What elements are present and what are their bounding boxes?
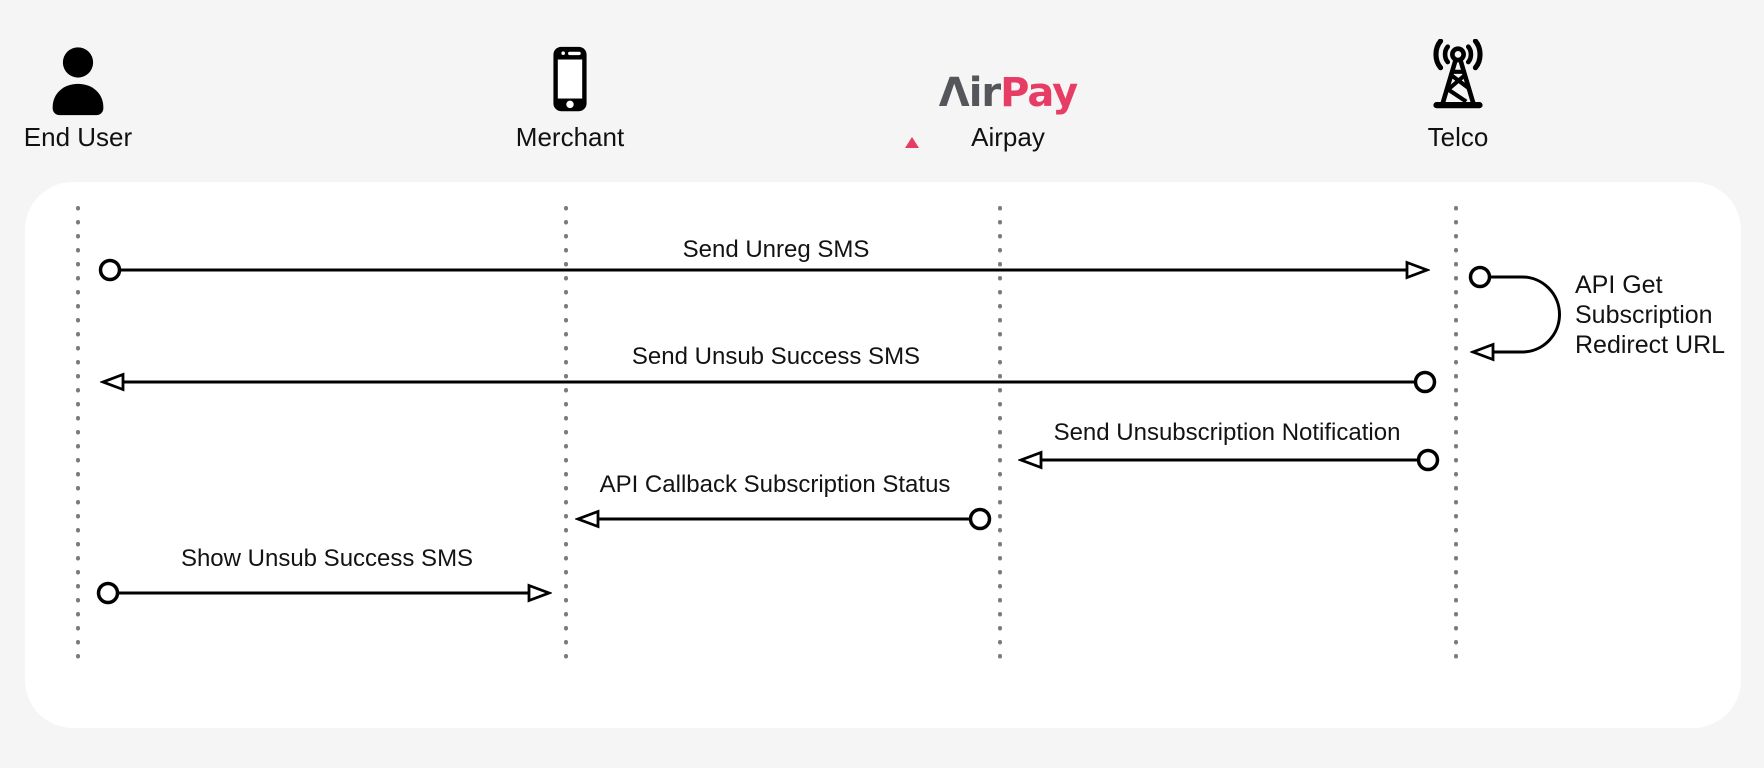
message-label-line: Subscription	[1575, 301, 1713, 329]
message-label: Send Unsubscription Notification	[1054, 419, 1401, 446]
airpay-logo-air: Λir	[938, 70, 1001, 116]
message-start-circle	[1413, 370, 1437, 394]
actor-label: Airpay	[971, 122, 1045, 152]
actor-label: End User	[23, 122, 133, 152]
smartphone-icon	[531, 38, 609, 122]
message-start-circle	[968, 507, 992, 531]
message-start-circle	[1416, 448, 1440, 472]
person-icon	[39, 38, 117, 122]
actor-label: Telco	[1427, 122, 1489, 152]
message-send-unsub-success-sms: Send Unsub Success SMS	[104, 343, 1437, 394]
message-label: Send Unsub Success SMS	[632, 343, 920, 370]
actor-telco: Telco	[1348, 38, 1568, 153]
message-label-line: Redirect URL	[1575, 331, 1725, 359]
actor-merchant: Merchant	[460, 38, 680, 153]
message-label: Send Unreg SMS	[683, 236, 870, 263]
message-show-unsub-success-sms: Show Unsub Success SMS	[96, 545, 549, 605]
radio-tower-icon	[1417, 38, 1499, 122]
message-label: Show Unsub Success SMS	[181, 545, 473, 572]
actor-label: Merchant	[515, 122, 625, 152]
message-api-callback-subscription-status: API Callback Subscription Status	[579, 471, 992, 531]
message-start-circle	[98, 258, 122, 282]
airpay-logo-pay: Pay	[1000, 70, 1078, 116]
diagram-card	[25, 182, 1741, 728]
airpay-logo-triangle	[905, 136, 919, 148]
actor-end-user: End User	[0, 38, 188, 153]
message-send-unsubscription-notification: Send Unsubscription Notification	[1022, 419, 1440, 472]
message-label-line: API Get	[1575, 271, 1663, 299]
message-send-unreg-sms: Send Unreg SMS	[98, 236, 1427, 282]
self-loop-arrow	[1474, 275, 1561, 352]
message-label: API Callback Subscription Status	[600, 471, 951, 498]
message-start-circle	[1468, 265, 1492, 289]
message-start-circle	[96, 581, 120, 605]
message-api-get-subscription-redirect-url: API Get Subscription Redirect URL	[1468, 265, 1725, 360]
